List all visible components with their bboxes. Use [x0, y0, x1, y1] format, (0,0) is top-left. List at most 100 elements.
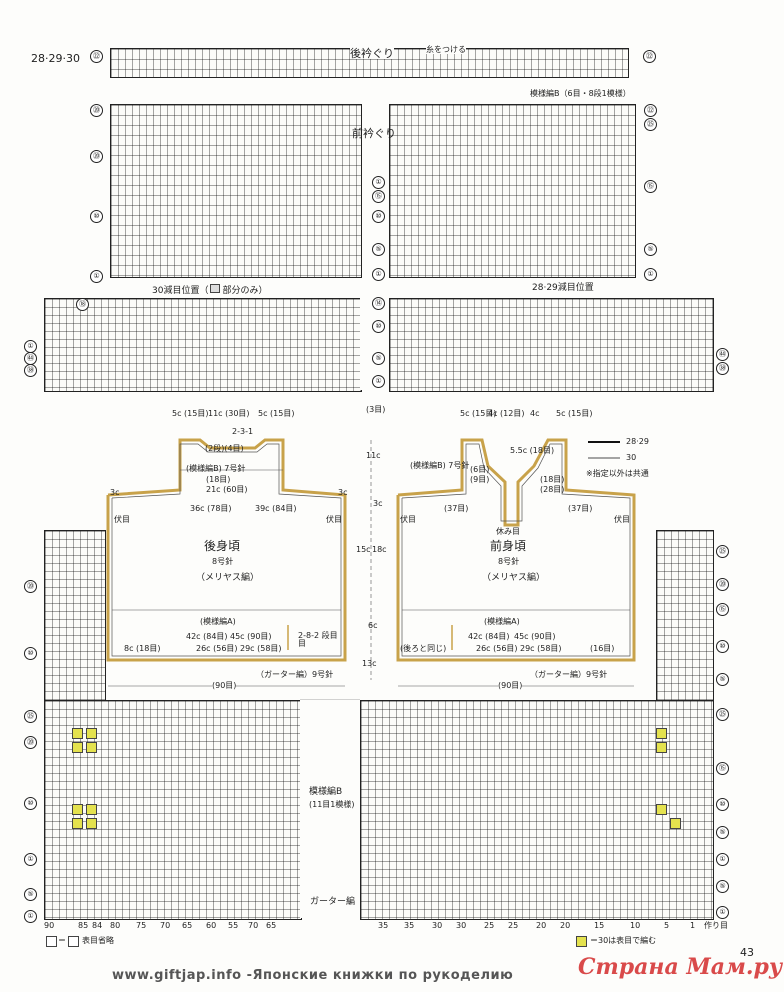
back-dec-pattern: 2-3-1 — [232, 427, 254, 436]
front-garter: （ガーター編）9号針 — [530, 670, 608, 679]
front-body-title: 前身頃 — [490, 539, 527, 553]
back-count-29: 29c (58目) — [240, 644, 282, 653]
front-width-d: 5c (15目) — [556, 409, 593, 418]
empty-box-2 — [68, 936, 79, 947]
row-marker-1-br2: ① — [716, 906, 729, 919]
front-neck-title: 前衿ぐり — [352, 127, 396, 140]
bottom-number: 1 — [690, 921, 696, 930]
height-15c: 15c — [356, 545, 371, 554]
bottom-number: 65 — [182, 921, 193, 930]
row-marker-10-yoke: ⑩ — [372, 320, 385, 333]
yellow-cell — [72, 818, 83, 829]
front-same: (後ろと同じ) — [400, 644, 447, 653]
yoke-chart-left — [44, 298, 362, 392]
back-body-outline — [106, 438, 347, 662]
row-marker-10-side: ⑩ — [24, 647, 37, 660]
front-width-a: 5c (15目) — [460, 409, 497, 418]
front-count-18: (18目) — [540, 475, 565, 484]
yellow-legend-box — [576, 936, 587, 947]
front-count-26: 26c (56目) — [476, 644, 518, 653]
yellow-cell — [72, 804, 83, 815]
front-count-28: (28目) — [540, 485, 565, 494]
back-count-45: 45c (90目) — [230, 632, 272, 641]
row-marker-14: ⑭ — [372, 297, 385, 310]
pattern-b-center-sub: (11目1模様) — [309, 800, 355, 809]
front-bottom: (90目) — [498, 681, 523, 690]
front-needle: 8号針 — [498, 557, 520, 566]
yellow-cell — [72, 742, 83, 753]
row-marker-5-br: ⑤ — [716, 826, 729, 839]
row-marker-1-left: ① — [90, 270, 103, 283]
front-body-inner — [401, 443, 631, 657]
row-marker-1-yoke: ① — [372, 375, 385, 388]
row-marker-25-r: ㉕ — [644, 118, 657, 131]
yellow-cell — [86, 728, 97, 739]
row-marker-5-bl: ⑤ — [24, 888, 37, 901]
front-count-42: 42c (84目) — [468, 632, 510, 641]
back-three-right: 3c — [338, 488, 348, 497]
start-label: 作り目 — [704, 921, 728, 930]
height-6c: 6c — [368, 621, 378, 630]
bottom-number: 90 — [44, 921, 55, 930]
empty-box-eq: ＝ — [58, 936, 66, 945]
front-pattern-b: (模様編B) 7号針 — [410, 461, 470, 470]
bottom-number: 20 — [560, 921, 571, 930]
right-caption: 28·29減目位置 — [532, 283, 594, 293]
front-neck-rows: 5.5c (18目) — [510, 446, 555, 455]
back-three-left: 3c — [110, 488, 120, 497]
pattern-b-note: 模様編B（6目・8段1模様） — [530, 89, 631, 98]
height-18c: 18c — [372, 545, 387, 554]
row-marker-38-l: ㊳ — [24, 364, 37, 377]
back-neck-chart — [110, 48, 629, 78]
shoulder-count: (3目) — [366, 405, 386, 414]
row-marker-20-sider: ⑳ — [716, 578, 729, 591]
row-marker-10-sider: ⑩ — [716, 640, 729, 653]
row-marker-5-br2: ⑤ — [716, 880, 729, 893]
row-marker-10-bl: ⑩ — [24, 797, 37, 810]
front-count-16: (16目) — [590, 644, 615, 653]
bottom-number: 10 — [630, 921, 641, 930]
row-marker-5-r: ⑤ — [644, 243, 657, 256]
back-bottom: (90目) — [212, 681, 237, 690]
back-pattern-b: (模様編B) 7号針 — [186, 464, 246, 473]
bottom-number: 65 — [266, 921, 277, 930]
row-marker-20: ⑳ — [90, 150, 103, 163]
back-neck-title: 後衿ぐり — [350, 47, 394, 60]
back-count-26: 26c (56目) — [196, 644, 238, 653]
yellow-cell — [86, 818, 97, 829]
front-fuse-right: 伏目 — [614, 515, 630, 524]
height-11c: 11c — [366, 451, 381, 460]
back-width-top: 5c (15目) — [172, 409, 209, 418]
back-count-21: 21c (60目) — [206, 485, 248, 494]
bottom-number: 60 — [206, 921, 217, 930]
row-marker-5-mid: ⑤ — [372, 243, 385, 256]
row-marker-10-mid: ⑩ — [372, 210, 385, 223]
row-marker-22-right: ㉒ — [643, 50, 656, 63]
pattern-b-center-label: 模様編B — [309, 787, 343, 797]
left-caption-text: 30減目位置（ — [152, 286, 209, 296]
bottom-number: 75 — [136, 921, 147, 930]
legend-note: ※指定以外は共通 — [586, 469, 649, 478]
back-width-mid: 11c (30目) — [208, 409, 250, 418]
row-marker-15-br: ⑮ — [716, 762, 729, 775]
row-marker-10-br: ⑩ — [716, 798, 729, 811]
yoke-center-gap — [360, 298, 388, 390]
attach-yarn-note: 糸をつける — [426, 45, 466, 54]
caption-swatch — [210, 284, 221, 293]
back-count-39: 39c (84目) — [255, 504, 297, 513]
row-marker-38-r: ㊳ — [716, 362, 729, 375]
bottom-gap — [300, 700, 360, 918]
row-marker-20-side: ⑳ — [24, 580, 37, 593]
back-width-right: 5c (15目) — [258, 409, 295, 418]
back-stitch: （メリヤス編） — [196, 573, 260, 583]
row-marker-25-side: ㉕ — [716, 545, 729, 558]
bottom-number: 35 — [404, 921, 415, 930]
front-width-b: 4c (12目) — [488, 409, 525, 418]
back-needle: 8号針 — [212, 557, 234, 566]
bottom-chart-right — [360, 700, 714, 920]
row-marker-22-r: ㉒ — [644, 104, 657, 117]
row-marker-5-yoke: ⑤ — [372, 352, 385, 365]
bottom-number: 30 — [432, 921, 443, 930]
front-fuse-left: 伏目 — [400, 515, 416, 524]
front-count-37-left: (37目) — [444, 504, 469, 513]
